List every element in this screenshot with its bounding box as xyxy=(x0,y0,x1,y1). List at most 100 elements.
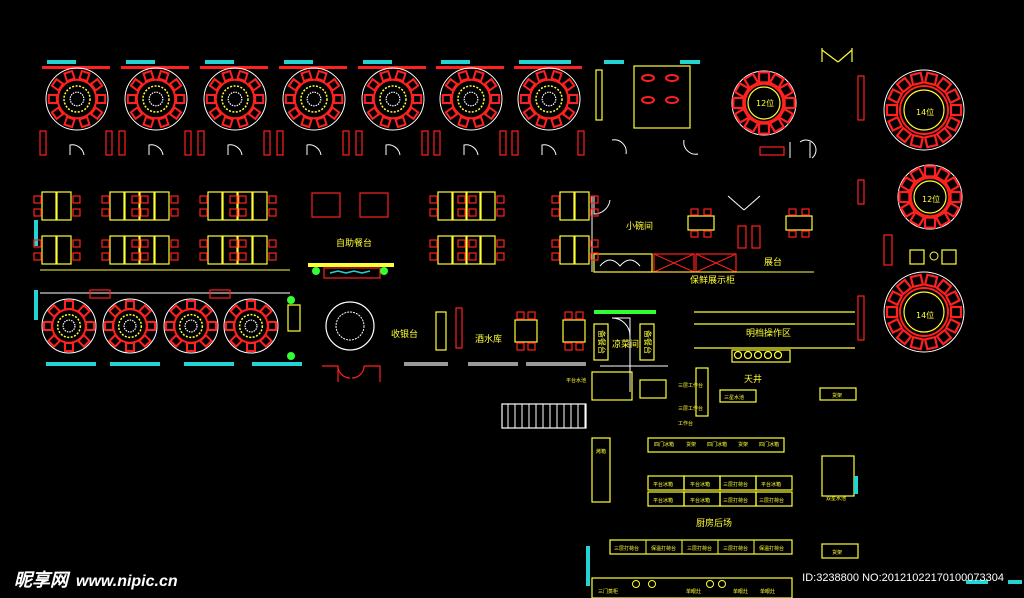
table xyxy=(56,191,72,221)
chair xyxy=(777,107,795,125)
label-shelf-1: 货架 xyxy=(832,392,842,399)
label-fridge-plat-5: 平台冰箱 xyxy=(690,497,710,504)
chair xyxy=(923,273,939,289)
chair xyxy=(801,208,810,216)
table-outline xyxy=(163,298,219,354)
chair xyxy=(590,252,599,261)
chair xyxy=(429,195,438,204)
chair xyxy=(238,239,247,248)
partition xyxy=(857,179,865,205)
burner xyxy=(773,350,783,360)
round-table-12-seat-a xyxy=(731,70,797,136)
burner xyxy=(718,580,726,588)
chair xyxy=(72,195,81,204)
partition xyxy=(433,130,441,156)
chair xyxy=(768,72,786,90)
burner xyxy=(763,350,773,360)
chair xyxy=(516,311,525,320)
chair xyxy=(703,230,712,238)
chair xyxy=(131,252,140,261)
chair xyxy=(551,239,560,248)
chair xyxy=(496,239,505,248)
chair xyxy=(496,208,505,217)
buffet-counter xyxy=(308,263,394,267)
chair xyxy=(326,106,341,121)
chair xyxy=(131,195,140,204)
chair xyxy=(101,252,110,261)
burner xyxy=(743,350,753,360)
chair xyxy=(131,239,140,248)
chair xyxy=(949,103,963,117)
chair xyxy=(164,321,175,331)
label-fresh-plat-1: 保温打荷台 xyxy=(651,545,676,552)
chair xyxy=(137,304,152,319)
partition xyxy=(857,75,865,121)
chair xyxy=(50,77,65,92)
chair xyxy=(568,94,579,104)
door-swing xyxy=(463,144,479,156)
four-top-8 xyxy=(199,235,247,265)
chair-pair xyxy=(641,96,655,104)
cyan-window xyxy=(680,60,700,64)
chair xyxy=(268,252,277,261)
label-side-cab-1: 备餐台 xyxy=(597,330,607,354)
center-ornament xyxy=(227,91,243,107)
chair xyxy=(490,94,501,104)
lazy-susan xyxy=(535,85,563,113)
four-top-7 xyxy=(199,191,247,221)
table-outline xyxy=(203,67,267,131)
buffet-unit xyxy=(311,192,341,218)
table-outline xyxy=(897,164,963,230)
chair xyxy=(887,87,904,105)
cyan-window xyxy=(966,580,988,584)
chair xyxy=(909,273,925,289)
chair xyxy=(909,71,925,87)
divider-green xyxy=(594,310,656,314)
chair-pair xyxy=(665,74,679,82)
label-layer: 自助餐台 小碗间 展台 保鲜展示柜 收银台 酒水库 凉菜间 明档操作区 天井 厨… xyxy=(336,98,940,595)
chair xyxy=(33,252,42,261)
chair xyxy=(101,239,110,248)
door-swing xyxy=(306,144,322,156)
partition xyxy=(209,289,231,299)
label-small-room: 小碗间 xyxy=(626,220,653,232)
chair xyxy=(333,94,344,104)
room-outline xyxy=(633,65,691,129)
stairs xyxy=(501,403,587,429)
label-work3-1: 三层工作台 xyxy=(678,382,703,389)
chair xyxy=(768,116,786,134)
label-sink-triple: 三星水池 xyxy=(724,394,744,401)
chair xyxy=(575,342,584,351)
table xyxy=(237,191,253,221)
chair xyxy=(733,81,751,99)
lazy-susan xyxy=(178,313,204,339)
burner xyxy=(632,580,640,588)
cyan-window xyxy=(252,362,302,366)
chair xyxy=(590,239,599,248)
chair xyxy=(63,69,76,83)
table xyxy=(109,235,125,265)
chair xyxy=(561,106,576,121)
chair xyxy=(885,103,899,117)
chair xyxy=(527,311,536,320)
cyan-window xyxy=(363,60,392,64)
chair xyxy=(405,106,420,121)
chair xyxy=(590,195,599,204)
label-stove-2: 单眼灶 xyxy=(733,588,748,595)
label-fridge-plat-3: 平台冰箱 xyxy=(761,481,781,488)
partition xyxy=(39,130,47,156)
lazy-susan xyxy=(63,85,91,113)
chair xyxy=(923,165,937,178)
chair xyxy=(140,252,149,261)
label-lotus3-5: 三层打荷台 xyxy=(687,545,712,552)
chair xyxy=(468,208,477,217)
table-top xyxy=(899,287,949,337)
chair xyxy=(168,106,183,121)
chair xyxy=(229,304,244,319)
wine-cabinet xyxy=(455,307,463,349)
chair xyxy=(733,107,751,125)
plant xyxy=(380,267,388,275)
chair xyxy=(895,76,913,94)
chair xyxy=(157,115,170,129)
label-cold-dish: 凉菜间 xyxy=(612,338,639,350)
